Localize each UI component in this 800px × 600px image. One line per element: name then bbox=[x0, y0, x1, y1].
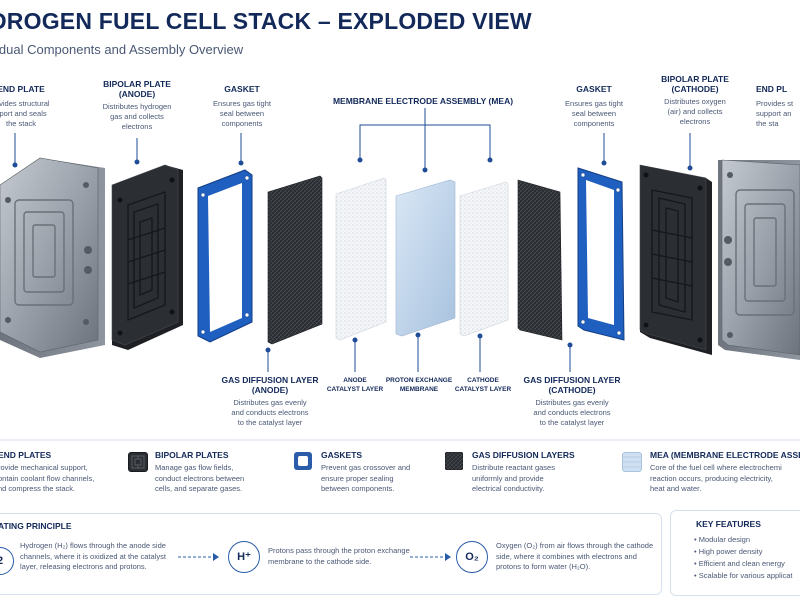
bipolar-plate-icon bbox=[128, 452, 148, 472]
page-subtitle: idual Components and Assembly Overview bbox=[0, 42, 244, 57]
label-anode-catalyst: ANODE CATALYST LAYER bbox=[326, 377, 384, 393]
end-plate-right bbox=[718, 159, 800, 360]
proton-exchange-membrane bbox=[395, 179, 456, 337]
label-gasket-right: GASKET Ensures gas tight seal between co… bbox=[565, 84, 623, 128]
bipolar-plate-cathode bbox=[639, 164, 712, 355]
key-features-list: • Modular design • High power density • … bbox=[694, 534, 793, 582]
feature-item: • Modular design bbox=[694, 535, 750, 544]
gas-diffusion-layer-cathode bbox=[517, 179, 563, 341]
feature-item: • Scalable for various applicat bbox=[694, 571, 793, 580]
legend-gaskets: GASKETS Prevent gas crossover and ensure… bbox=[321, 450, 411, 493]
step-hydrogen: Hydrogen (H₂) flows through the anode si… bbox=[20, 541, 166, 571]
label-cathode-catalyst: CATHODE CATALYST LAYER bbox=[454, 377, 512, 393]
oxygen-symbol: O₂ bbox=[456, 541, 488, 573]
label-gasket-left: GASKET Ensures gas tight seal between co… bbox=[213, 84, 271, 128]
label-gdl-anode: GAS DIFFUSION LAYER (ANODE) Distributes … bbox=[221, 375, 319, 427]
operating-principle-title: ATING PRINCIPLE bbox=[0, 521, 72, 531]
gas-diffusion-layer-icon bbox=[444, 451, 464, 471]
label-end-plate-right: END PL Provides st support an the sta bbox=[756, 84, 794, 128]
gasket-left bbox=[197, 169, 253, 343]
cathode-catalyst-layer bbox=[459, 181, 509, 337]
label-gdl-cathode: GAS DIFFUSION LAYER (CATHODE) Distribute… bbox=[523, 375, 621, 427]
anode-catalyst-layer bbox=[335, 177, 387, 341]
page-title: DROGEN FUEL CELL STACK – EXPLODED VIEW bbox=[0, 8, 532, 34]
gasket-icon bbox=[294, 452, 312, 470]
bipolar-plate-anode bbox=[111, 164, 183, 350]
label-end-plate-left: END PLATE rovides structural pport and s… bbox=[0, 84, 50, 128]
gas-diffusion-layer-anode bbox=[267, 175, 323, 345]
operating-principle-panel bbox=[0, 513, 662, 595]
label-bipolar-anode: BIPOLAR PLATE (ANODE) Distributes hydrog… bbox=[102, 79, 172, 131]
flow-arrow-1-icon bbox=[178, 553, 219, 561]
label-pem: PROTON EXCHANGE MEMBRANE bbox=[385, 377, 453, 393]
gasket-right bbox=[577, 167, 625, 341]
label-mea: MEMBRANE ELECTRODE ASSEMBLY (MEA) bbox=[332, 96, 514, 106]
label-bipolar-cathode: BIPOLAR PLATE (CATHODE) Distributes oxyg… bbox=[661, 74, 729, 126]
legend-bipolar-plates: BIPOLAR PLATES Manage gas flow fields, c… bbox=[155, 450, 245, 493]
step-proton: Protons pass through the proton exchange… bbox=[268, 546, 410, 566]
step-oxygen: Oxygen (O₂) from air flows through the c… bbox=[496, 541, 654, 571]
flow-arrow-2-icon bbox=[410, 553, 451, 561]
feature-item: • High power density bbox=[694, 547, 763, 556]
end-plate-left bbox=[0, 157, 105, 358]
legend-mea: MEA (MEMBRANE ELECTRODE ASSEM Core of th… bbox=[650, 450, 800, 493]
legend-gas-diffusion-layers: GAS DIFFUSION LAYERS Distribute reactant… bbox=[472, 450, 575, 493]
proton-symbol: H⁺ bbox=[228, 541, 260, 573]
key-features-title: KEY FEATURES bbox=[696, 519, 761, 529]
mea-icon bbox=[622, 452, 642, 472]
feature-item: • Efficient and clean energy bbox=[694, 559, 785, 568]
key-features-panel bbox=[670, 510, 800, 596]
legend-end-plates: END PLATES rovide mechanical support, on… bbox=[0, 450, 95, 493]
